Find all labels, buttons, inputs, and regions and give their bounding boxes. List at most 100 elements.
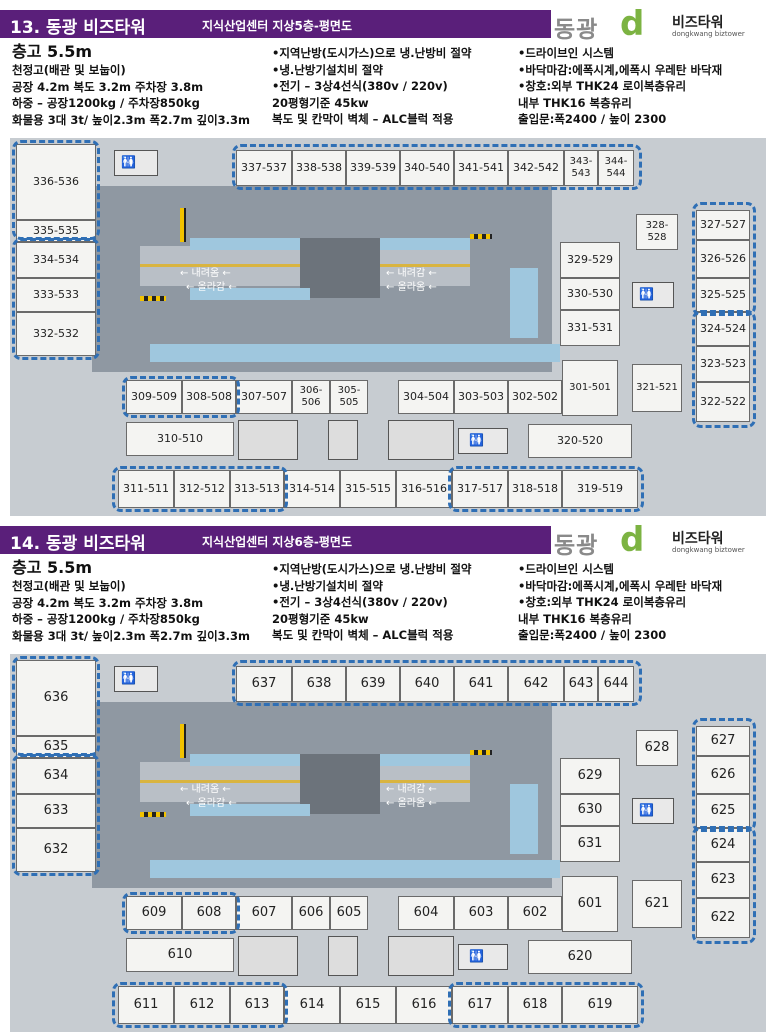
unit-335[interactable]: 335-535 xyxy=(16,220,96,242)
logo-korean-text: 동광 xyxy=(554,533,599,559)
unit-618[interactable]: 618 xyxy=(508,986,562,1024)
unit-601[interactable]: 601 xyxy=(562,876,618,932)
unit-603[interactable]: 603 xyxy=(454,896,508,930)
unit-331[interactable]: 331-531 xyxy=(560,310,620,346)
unit-321[interactable]: 321-521 xyxy=(632,364,682,412)
unit-640[interactable]: 640 xyxy=(400,666,454,702)
unit-617[interactable]: 617 xyxy=(452,986,508,1024)
unit-333[interactable]: 333-533 xyxy=(16,278,96,312)
unit-615[interactable]: 615 xyxy=(340,986,396,1024)
unit-619[interactable]: 619 xyxy=(562,986,638,1024)
selection-outline xyxy=(692,310,756,428)
unit-325[interactable]: 325-525 xyxy=(696,278,750,312)
unit-339[interactable]: 339-539 xyxy=(346,150,400,186)
selection-outline xyxy=(112,982,288,1028)
unit-330[interactable]: 330-530 xyxy=(560,278,620,310)
unit-609[interactable]: 609 xyxy=(126,896,182,930)
unit-623[interactable]: 623 xyxy=(696,862,750,898)
unit-316[interactable]: 316-516 xyxy=(396,470,452,508)
unit-323[interactable]: 323-523 xyxy=(696,346,750,382)
unit-606[interactable]: 606 xyxy=(292,896,330,930)
unit-604[interactable]: 604 xyxy=(398,896,454,930)
spec-line: 화물용 3대 3t/ 높이2.3m 폭2.7m 깊이3.3m xyxy=(12,112,251,127)
unit-319[interactable]: 319-519 xyxy=(562,470,638,508)
unit-634[interactable]: 634 xyxy=(16,758,96,794)
selection-outline xyxy=(12,656,100,756)
restroom-icon: 🚻 xyxy=(639,803,654,817)
unit-341[interactable]: 341-541 xyxy=(454,150,508,186)
sheet-subtitle: 지식산업센터 지상6층-평면도 xyxy=(202,535,352,549)
parking-slots xyxy=(190,288,310,300)
unit-343[interactable]: 343-543 xyxy=(564,150,598,186)
unit-641[interactable]: 641 xyxy=(454,666,508,702)
unit-303[interactable]: 303-503 xyxy=(454,380,508,414)
ramp-label-down2: ← 내려감 ← xyxy=(386,268,437,279)
unit-332[interactable]: 332-532 xyxy=(16,312,96,356)
unit-611[interactable]: 611 xyxy=(118,986,174,1024)
unit-334[interactable]: 334-534 xyxy=(16,242,96,278)
unit-621[interactable]: 621 xyxy=(632,880,682,928)
unit-644[interactable]: 644 xyxy=(598,666,634,702)
unit-631[interactable]: 631 xyxy=(560,826,620,862)
unit-627[interactable]: 627 xyxy=(696,726,750,756)
unit-616[interactable]: 616 xyxy=(396,986,452,1024)
unit-301[interactable]: 301-501 xyxy=(562,360,618,416)
unit-305[interactable]: 305-505 xyxy=(330,380,368,414)
unit-329[interactable]: 329-529 xyxy=(560,242,620,278)
spec-line: 내부 THK16 복층유리 xyxy=(518,95,632,110)
unit-324[interactable]: 324-524 xyxy=(696,312,750,346)
unit-312[interactable]: 312-512 xyxy=(174,470,230,508)
unit-328[interactable]: 328-528 xyxy=(636,214,678,250)
selection-outline xyxy=(692,202,756,316)
unit-628[interactable]: 628 xyxy=(636,730,678,766)
unit-308[interactable]: 308-508 xyxy=(182,380,236,414)
unit-638[interactable]: 638 xyxy=(292,666,346,702)
unit-313[interactable]: 313-513 xyxy=(230,470,284,508)
unit-639[interactable]: 639 xyxy=(346,666,400,702)
unit-307[interactable]: 307-507 xyxy=(236,380,292,414)
selection-outline xyxy=(692,718,756,832)
unit-314[interactable]: 314-514 xyxy=(284,470,340,508)
unit-327[interactable]: 327-527 xyxy=(696,210,750,240)
unit-630[interactable]: 630 xyxy=(560,794,620,826)
unit-310[interactable]: 310-510 xyxy=(126,422,234,456)
unit-337[interactable]: 337-537 xyxy=(236,150,292,186)
unit-306[interactable]: 306-506 xyxy=(292,380,330,414)
unit-610[interactable]: 610 xyxy=(126,938,234,972)
unit-309[interactable]: 309-509 xyxy=(126,380,182,414)
unit-620[interactable]: 620 xyxy=(528,940,632,974)
unit-311[interactable]: 311-511 xyxy=(118,470,174,508)
unit-342[interactable]: 342-542 xyxy=(508,150,564,186)
unit-625[interactable]: 625 xyxy=(696,794,750,828)
stairs-core xyxy=(388,936,454,976)
unit-614[interactable]: 614 xyxy=(284,986,340,1024)
unit-602[interactable]: 602 xyxy=(508,896,562,930)
unit-304[interactable]: 304-504 xyxy=(398,380,454,414)
unit-608[interactable]: 608 xyxy=(182,896,236,930)
unit-636[interactable]: 636 xyxy=(16,660,96,736)
unit-612[interactable]: 612 xyxy=(174,986,230,1024)
unit-642[interactable]: 642 xyxy=(508,666,564,702)
unit-344[interactable]: 344-544 xyxy=(598,150,634,186)
unit-320[interactable]: 320-520 xyxy=(528,424,632,458)
unit-322[interactable]: 322-522 xyxy=(696,382,750,422)
unit-340[interactable]: 340-540 xyxy=(400,150,454,186)
unit-318[interactable]: 318-518 xyxy=(508,470,562,508)
unit-629[interactable]: 629 xyxy=(560,758,620,794)
unit-637[interactable]: 637 xyxy=(236,666,292,702)
unit-607[interactable]: 607 xyxy=(236,896,292,930)
unit-605[interactable]: 605 xyxy=(330,896,368,930)
unit-622[interactable]: 622 xyxy=(696,898,750,938)
unit-632[interactable]: 632 xyxy=(16,828,96,872)
unit-302[interactable]: 302-502 xyxy=(508,380,562,414)
unit-315[interactable]: 315-515 xyxy=(340,470,396,508)
unit-624[interactable]: 624 xyxy=(696,828,750,862)
unit-626[interactable]: 626 xyxy=(696,756,750,794)
unit-633[interactable]: 633 xyxy=(16,794,96,828)
unit-338[interactable]: 338-538 xyxy=(292,150,346,186)
unit-326[interactable]: 326-526 xyxy=(696,240,750,278)
unit-613[interactable]: 613 xyxy=(230,986,284,1024)
unit-643[interactable]: 643 xyxy=(564,666,598,702)
unit-336[interactable]: 336-536 xyxy=(16,144,96,220)
unit-317[interactable]: 317-517 xyxy=(452,470,508,508)
